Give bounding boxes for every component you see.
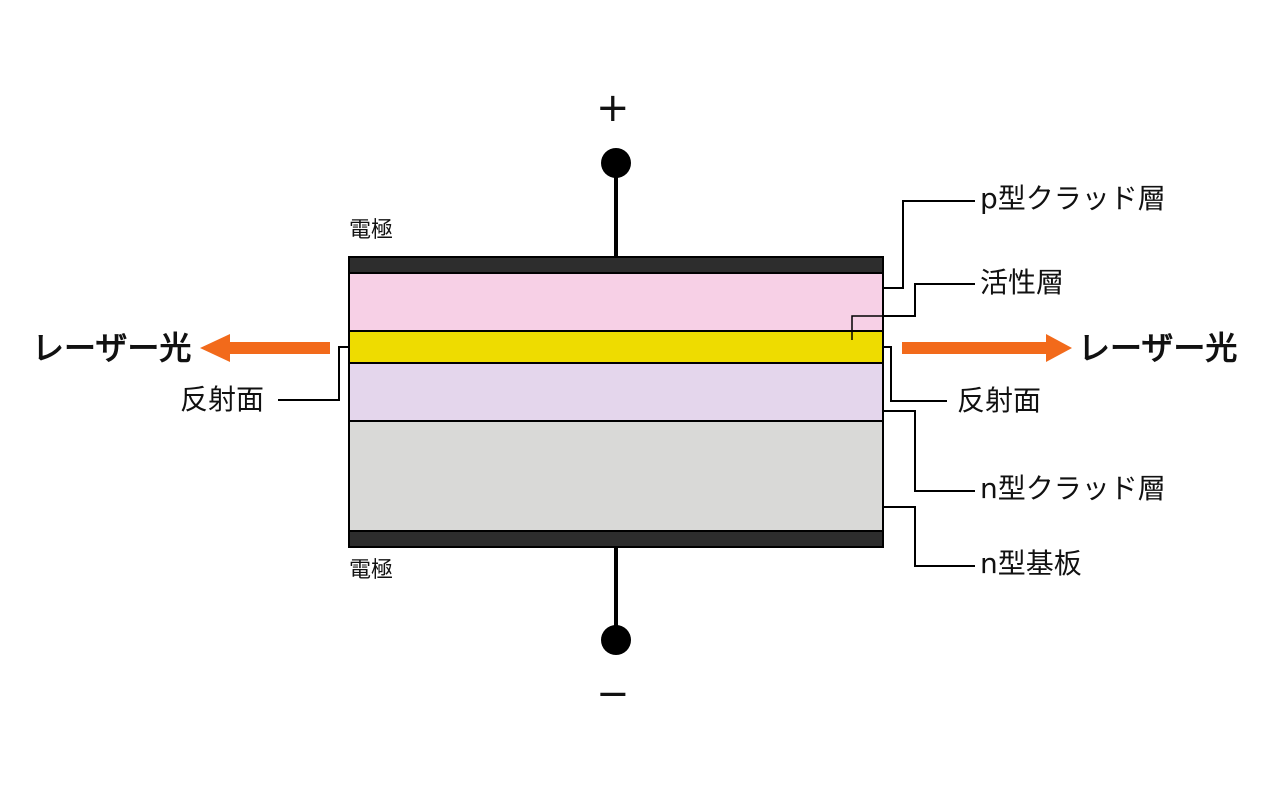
- positive-terminal: [601, 148, 631, 178]
- laser-arrow-right-shaft: [902, 342, 1048, 354]
- electrode-top-label: 電極: [349, 218, 394, 243]
- active-layer: [348, 330, 884, 364]
- n-substrate-label: n型基板: [980, 547, 1082, 580]
- electrode-top-layer: [348, 256, 884, 274]
- laser-arrow-right: [902, 334, 1072, 362]
- n-clad-layer: [348, 362, 884, 422]
- leader-n-substrate: [883, 506, 975, 567]
- leader-n-clad: [883, 410, 975, 492]
- n-clad-label: n型クラッド層: [980, 472, 1166, 505]
- mirror-right-label: 反射面: [957, 384, 1042, 417]
- p-clad-label: p型クラッド層: [980, 182, 1166, 215]
- electrode-bottom-layer: [348, 530, 884, 548]
- laser-right-label: レーザー光: [1078, 329, 1238, 367]
- laser-arrow-left: [200, 334, 330, 362]
- n-substrate-layer: [348, 420, 884, 532]
- leader-active-b: [883, 283, 975, 317]
- laser-arrow-right-head: [1046, 334, 1072, 362]
- negative-terminal: [601, 625, 631, 655]
- laser-arrow-left-head: [200, 334, 230, 362]
- leader-mirror-left: [278, 346, 349, 401]
- positive-sign: +: [596, 85, 630, 131]
- p-clad-layer: [348, 272, 884, 332]
- mirror-left-label: 反射面: [180, 383, 265, 416]
- laser-left-label: レーザー光: [32, 329, 192, 367]
- electrode-bottom-label: 電極: [349, 558, 394, 583]
- laser-arrow-left-shaft: [228, 342, 330, 354]
- active-label: 活性層: [980, 266, 1065, 299]
- negative-sign: −: [596, 671, 630, 717]
- leader-mirror-right: [883, 346, 947, 402]
- leader-p-clad: [883, 200, 975, 289]
